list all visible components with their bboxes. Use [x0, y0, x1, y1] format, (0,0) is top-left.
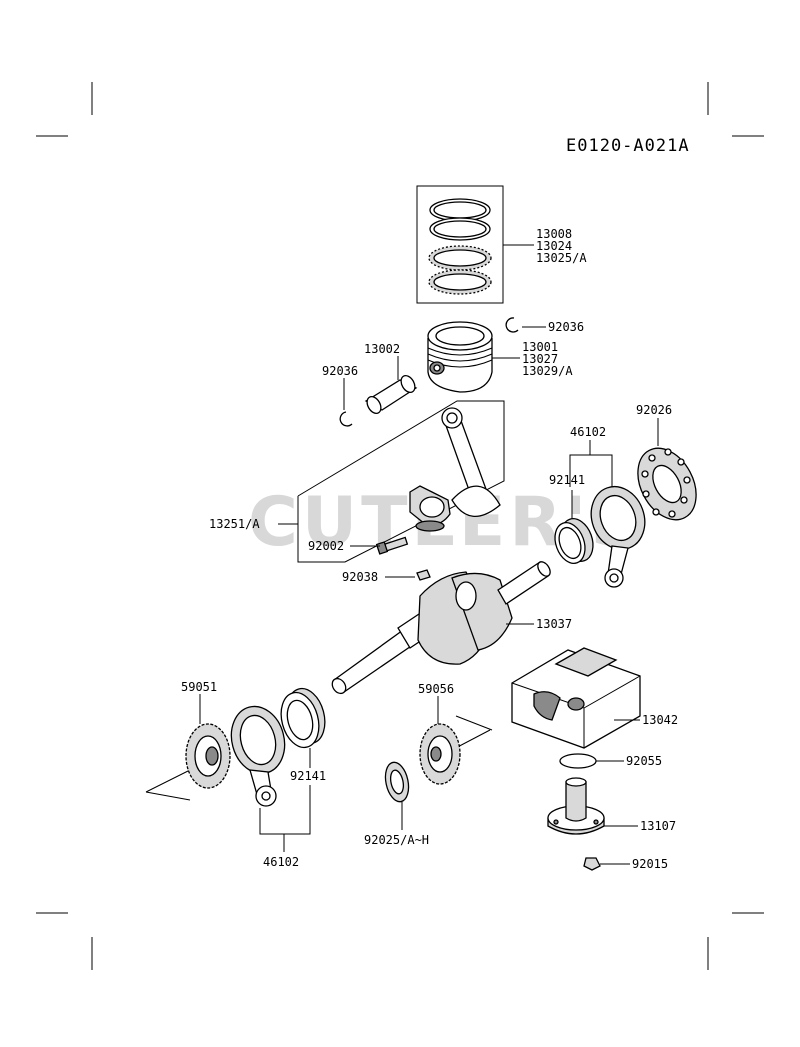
label-13042: 13042 — [642, 713, 678, 727]
connecting-rod-right — [590, 485, 646, 588]
label-92015: 92015 — [632, 857, 668, 871]
label-59051: 59051 — [181, 680, 217, 694]
o-ring-92055 — [559, 753, 597, 769]
label-92002: 92002 — [308, 539, 344, 553]
key-92038 — [416, 569, 431, 581]
connecting-rod-left — [230, 705, 286, 807]
label-13001: 13001 — [522, 340, 558, 354]
label-13027: 13027 — [522, 352, 558, 366]
piston-rings — [416, 185, 504, 304]
shim-92026 — [637, 447, 697, 521]
shaft-13107 — [547, 777, 605, 835]
label-46102-upper: 46102 — [570, 425, 606, 439]
label-92036-upper: 92036 — [548, 320, 584, 334]
label-92036-lower: 92036 — [322, 364, 358, 378]
diagram-code: E0120-A021A — [566, 136, 690, 156]
label-46102-lower: 46102 — [263, 855, 299, 869]
label-92141-lower: 92141 — [290, 769, 326, 783]
label-13008: 13008 — [536, 227, 572, 241]
label-13025-a: 13025/A — [536, 251, 587, 265]
label-13024: 13024 — [536, 239, 572, 253]
gear-59051 — [185, 723, 231, 789]
circlip-upper — [505, 317, 519, 333]
balancer-13042 — [511, 647, 641, 749]
label-92038: 92038 — [342, 570, 378, 584]
label-59056: 59056 — [418, 682, 454, 696]
bolt-92002 — [375, 536, 409, 555]
label-92025-a-h: 92025/A~H — [364, 833, 429, 847]
crankshaft — [331, 561, 551, 695]
bolt-92015 — [583, 857, 601, 871]
label-13029-a: 13029/A — [522, 364, 573, 378]
gear-59056 — [419, 723, 461, 785]
connecting-rod-upper — [409, 407, 501, 532]
label-13037: 13037 — [536, 617, 572, 631]
label-13107: 13107 — [640, 819, 676, 833]
label-13002: 13002 — [364, 342, 400, 356]
label-13251-a: 13251/A — [209, 517, 260, 531]
label-92055: 92055 — [626, 754, 662, 768]
piston — [427, 321, 493, 393]
bearing-92141-right — [554, 518, 594, 564]
label-92026: 92026 — [636, 403, 672, 417]
crop-marks — [36, 82, 764, 970]
label-92141-upper: 92141 — [549, 473, 585, 487]
washer-92025 — [384, 761, 410, 803]
bearing-92141-left — [280, 687, 326, 749]
circlip-lower — [339, 411, 353, 427]
piston-pin — [364, 374, 418, 415]
